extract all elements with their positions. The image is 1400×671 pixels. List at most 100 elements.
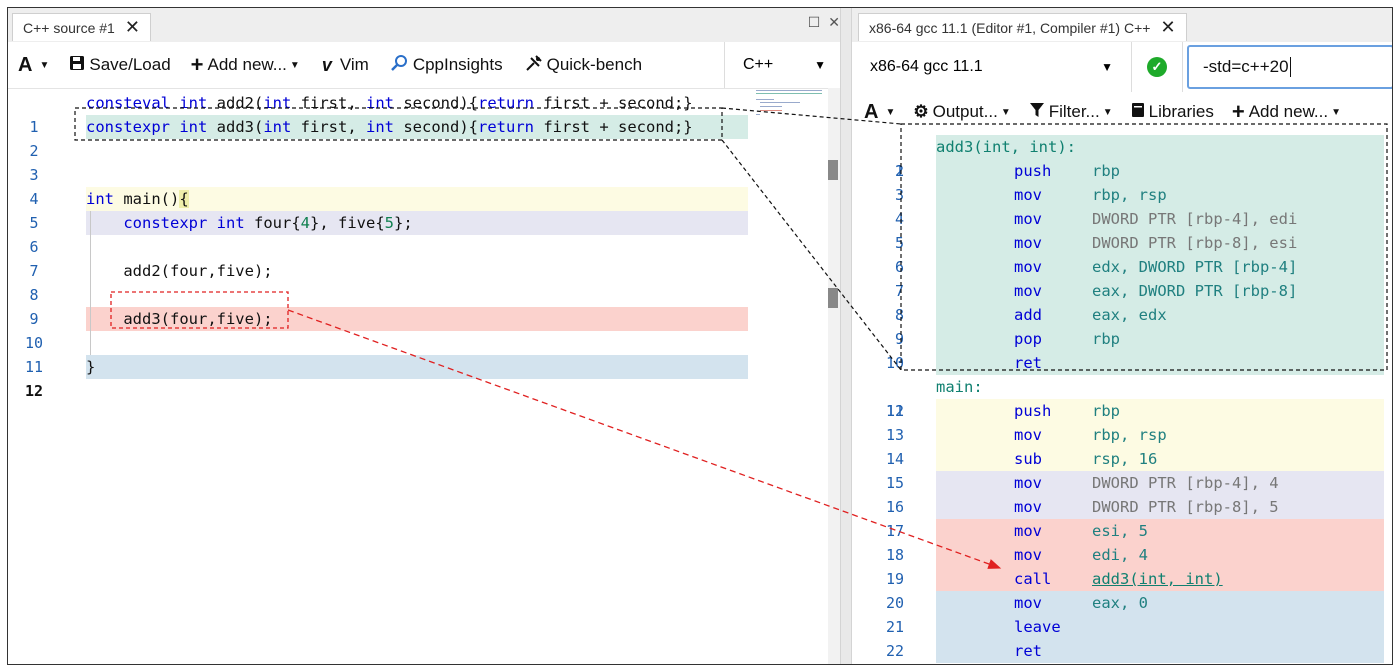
code-line[interactable]: 8 add2(four,five); bbox=[8, 259, 748, 304]
compile-status[interactable]: ✓ bbox=[1132, 42, 1183, 92]
line-number: 14 bbox=[885, 450, 904, 468]
quickbench-button[interactable]: Quick-bench bbox=[525, 54, 642, 77]
output-button[interactable]: ⚙ Output... ▼ bbox=[913, 102, 1010, 122]
code-line[interactable]: 1 consteval int add2(int first, int seco… bbox=[8, 91, 748, 136]
code-line[interactable]: 11 bbox=[8, 331, 748, 376]
line-number: 12 bbox=[24, 382, 44, 400]
code-line[interactable]: 7 bbox=[8, 235, 748, 280]
line-number: 9 bbox=[894, 330, 904, 348]
asm-line[interactable]: 21 leave bbox=[852, 615, 1392, 639]
libraries-button[interactable]: Libraries bbox=[1131, 102, 1214, 123]
asm-line[interactable]: 11 main: bbox=[852, 375, 1392, 420]
tab-cpp-source[interactable]: C++ source #1 ✕ bbox=[12, 13, 151, 41]
filter-button[interactable]: Filter... ▼ bbox=[1029, 102, 1113, 123]
compiler-tabbar: x86-64 gcc 11.1 (Editor #1, Compiler #1)… bbox=[852, 8, 1392, 43]
line-number: 10 bbox=[885, 354, 904, 372]
close-icon[interactable]: ✕ bbox=[124, 17, 140, 37]
language-select[interactable]: C++ ▼ bbox=[724, 42, 836, 88]
asm-line[interactable]: 1 add3(int, int): bbox=[852, 135, 1392, 180]
minimap[interactable] bbox=[756, 88, 826, 118]
tab-label: x86-64 gcc 11.1 (Editor #1, Compiler #1)… bbox=[869, 19, 1151, 36]
add-new-label: Add new... bbox=[1248, 102, 1329, 121]
compiler-select[interactable]: x86-64 gcc 11.1 ▼ bbox=[852, 42, 1132, 92]
vim-label: Vim bbox=[339, 55, 369, 74]
code-line[interactable]: 6 constexpr int four{4}, five{5}; bbox=[8, 211, 748, 256]
code-line[interactable]: 4 bbox=[8, 163, 748, 208]
line-number: 9 bbox=[29, 310, 39, 328]
compiler-options-input[interactable]: -std=c++20 bbox=[1187, 45, 1392, 89]
code-line[interactable]: 9 bbox=[8, 283, 748, 328]
filter-label: Filter... bbox=[1048, 102, 1100, 121]
window-controls: ☐ ✕ bbox=[808, 14, 840, 31]
scrollbar-thumb[interactable] bbox=[828, 160, 838, 180]
add-new-button[interactable]: + Add new... ▼ bbox=[191, 52, 300, 78]
add-new-tool-button[interactable]: + Add new... ▼ bbox=[1232, 99, 1341, 125]
source-toolbar: A ▼ Save/Load + Add new... ▼ v Vim bbox=[8, 42, 840, 89]
line-number: 7 bbox=[29, 262, 39, 280]
line-number: 6 bbox=[894, 258, 904, 276]
code-line[interactable]: 10 add3(four,five); bbox=[8, 307, 748, 352]
output-label: Output... bbox=[932, 102, 998, 121]
chevron-down-icon: ▼ bbox=[885, 106, 896, 118]
tab-compiler[interactable]: x86-64 gcc 11.1 (Editor #1, Compiler #1)… bbox=[858, 13, 1187, 41]
code-line[interactable]: 5 int main(){ bbox=[8, 187, 748, 232]
maximize-icon[interactable]: ☐ bbox=[807, 14, 821, 30]
close-pane-icon[interactable]: ✕ bbox=[828, 14, 840, 30]
filter-icon bbox=[1029, 102, 1045, 123]
cppinsights-icon bbox=[390, 54, 409, 77]
font-size-button[interactable]: A ▼ bbox=[864, 101, 895, 124]
line-number: 1 bbox=[29, 118, 39, 136]
code-editor[interactable]: 1 consteval int add2(int first, int seco… bbox=[8, 88, 828, 664]
pane-splitter[interactable] bbox=[840, 8, 852, 664]
line-number: 17 bbox=[885, 522, 904, 540]
close-icon[interactable]: ✕ bbox=[1160, 17, 1176, 37]
language-value: C++ bbox=[743, 56, 774, 73]
line-number: 21 bbox=[885, 618, 904, 636]
chevron-down-icon: ▼ bbox=[1331, 106, 1341, 118]
save-icon bbox=[69, 55, 85, 76]
asm-instruction: leave bbox=[936, 615, 1384, 639]
line-number: 22 bbox=[885, 642, 904, 660]
line-number: 4 bbox=[29, 190, 39, 208]
chevron-down-icon: ▼ bbox=[39, 59, 50, 71]
code-line[interactable]: 2 constexpr int add3(int first, int seco… bbox=[8, 115, 748, 160]
plus-icon: + bbox=[190, 52, 204, 77]
vim-button[interactable]: v Vim bbox=[322, 55, 369, 76]
cppinsights-button[interactable]: CppInsights bbox=[390, 54, 503, 77]
function-link[interactable]: add3(int, int) bbox=[1092, 570, 1223, 588]
line-number: 7 bbox=[894, 282, 904, 300]
line-number: 8 bbox=[29, 286, 39, 304]
save-load-button[interactable]: Save/Load bbox=[69, 55, 171, 76]
code-line[interactable]: 12 } bbox=[8, 355, 748, 400]
code-text bbox=[86, 331, 748, 355]
compiler-pane: x86-64 gcc 11.1 (Editor #1, Compiler #1)… bbox=[852, 8, 1392, 664]
code-line[interactable]: 3 bbox=[8, 139, 748, 184]
font-size-button[interactable]: A ▼ bbox=[18, 54, 49, 77]
